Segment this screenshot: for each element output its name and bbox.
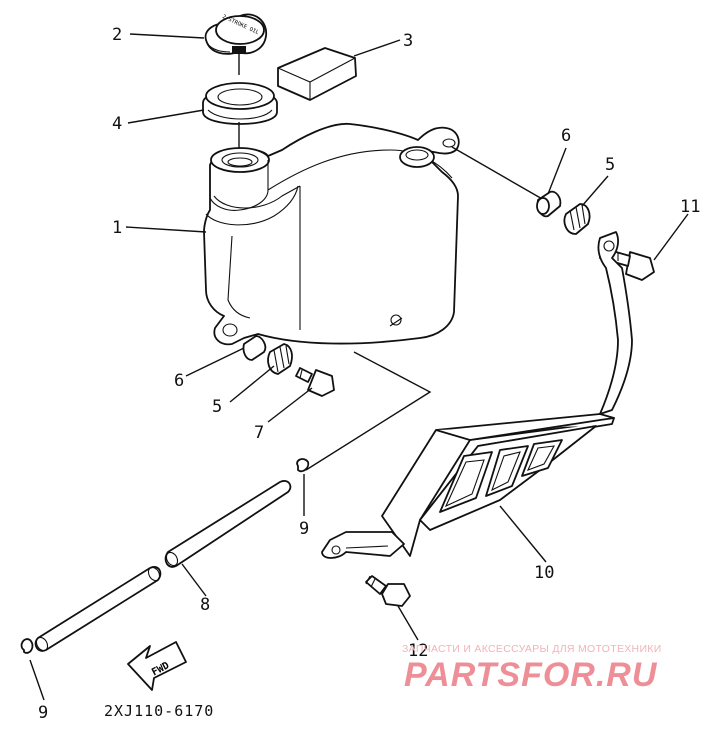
callout-9-lower: 9	[38, 703, 48, 723]
callout-5-lower: 5	[212, 397, 222, 417]
callout-6-upper: 6	[561, 126, 571, 146]
callout-6-lower: 6	[174, 371, 184, 391]
callout-11: 11	[680, 197, 700, 217]
watermark-tagline: ЗАПЧАСТИ И АКСЕССУАРЫ ДЛЯ МОТОТЕХНИКИ	[402, 643, 662, 655]
lower-bolt-part[interactable]	[295, 367, 335, 397]
lower-bracket-bolt-part[interactable]	[365, 575, 411, 607]
watermark-brand: PARTSFOR.RU	[404, 656, 658, 694]
callout-7: 7	[254, 423, 264, 443]
upper-collar-part[interactable]	[536, 190, 562, 218]
callout-1: 1	[112, 218, 122, 238]
hose-route-line	[305, 351, 432, 471]
fwd-arrow-icon: FWD	[127, 641, 187, 691]
hose-lower-part[interactable]	[34, 565, 162, 652]
callout-4: 4	[112, 114, 122, 134]
grommet-part[interactable]	[202, 82, 278, 125]
callout-2: 2	[112, 25, 122, 45]
hose-upper-part[interactable]	[164, 480, 292, 568]
filler-cap-part[interactable]: 2-STROKE OIL	[204, 13, 267, 55]
lower-hose-clip-part[interactable]	[20, 638, 34, 654]
upper-damper-part[interactable]	[563, 203, 591, 235]
diagram-code: 2XJ110-6170	[104, 702, 214, 720]
leader-lines	[29, 33, 689, 701]
callout-3: 3	[403, 31, 413, 51]
upper-mount-axis-line	[451, 146, 545, 201]
lower-collar-part[interactable]	[242, 335, 267, 361]
upper-hose-clip-part[interactable]	[296, 458, 310, 473]
callout-10: 10	[534, 563, 554, 583]
callout-12: 12	[408, 641, 428, 661]
callout-5-upper: 5	[605, 155, 615, 175]
oil-tank-part[interactable]	[203, 123, 460, 346]
callout-8: 8	[200, 595, 210, 615]
callout-9-upper: 9	[299, 519, 309, 539]
bracket-part[interactable]	[321, 231, 633, 559]
lower-damper-part[interactable]	[267, 343, 293, 375]
foam-pad-part[interactable]	[277, 47, 357, 101]
